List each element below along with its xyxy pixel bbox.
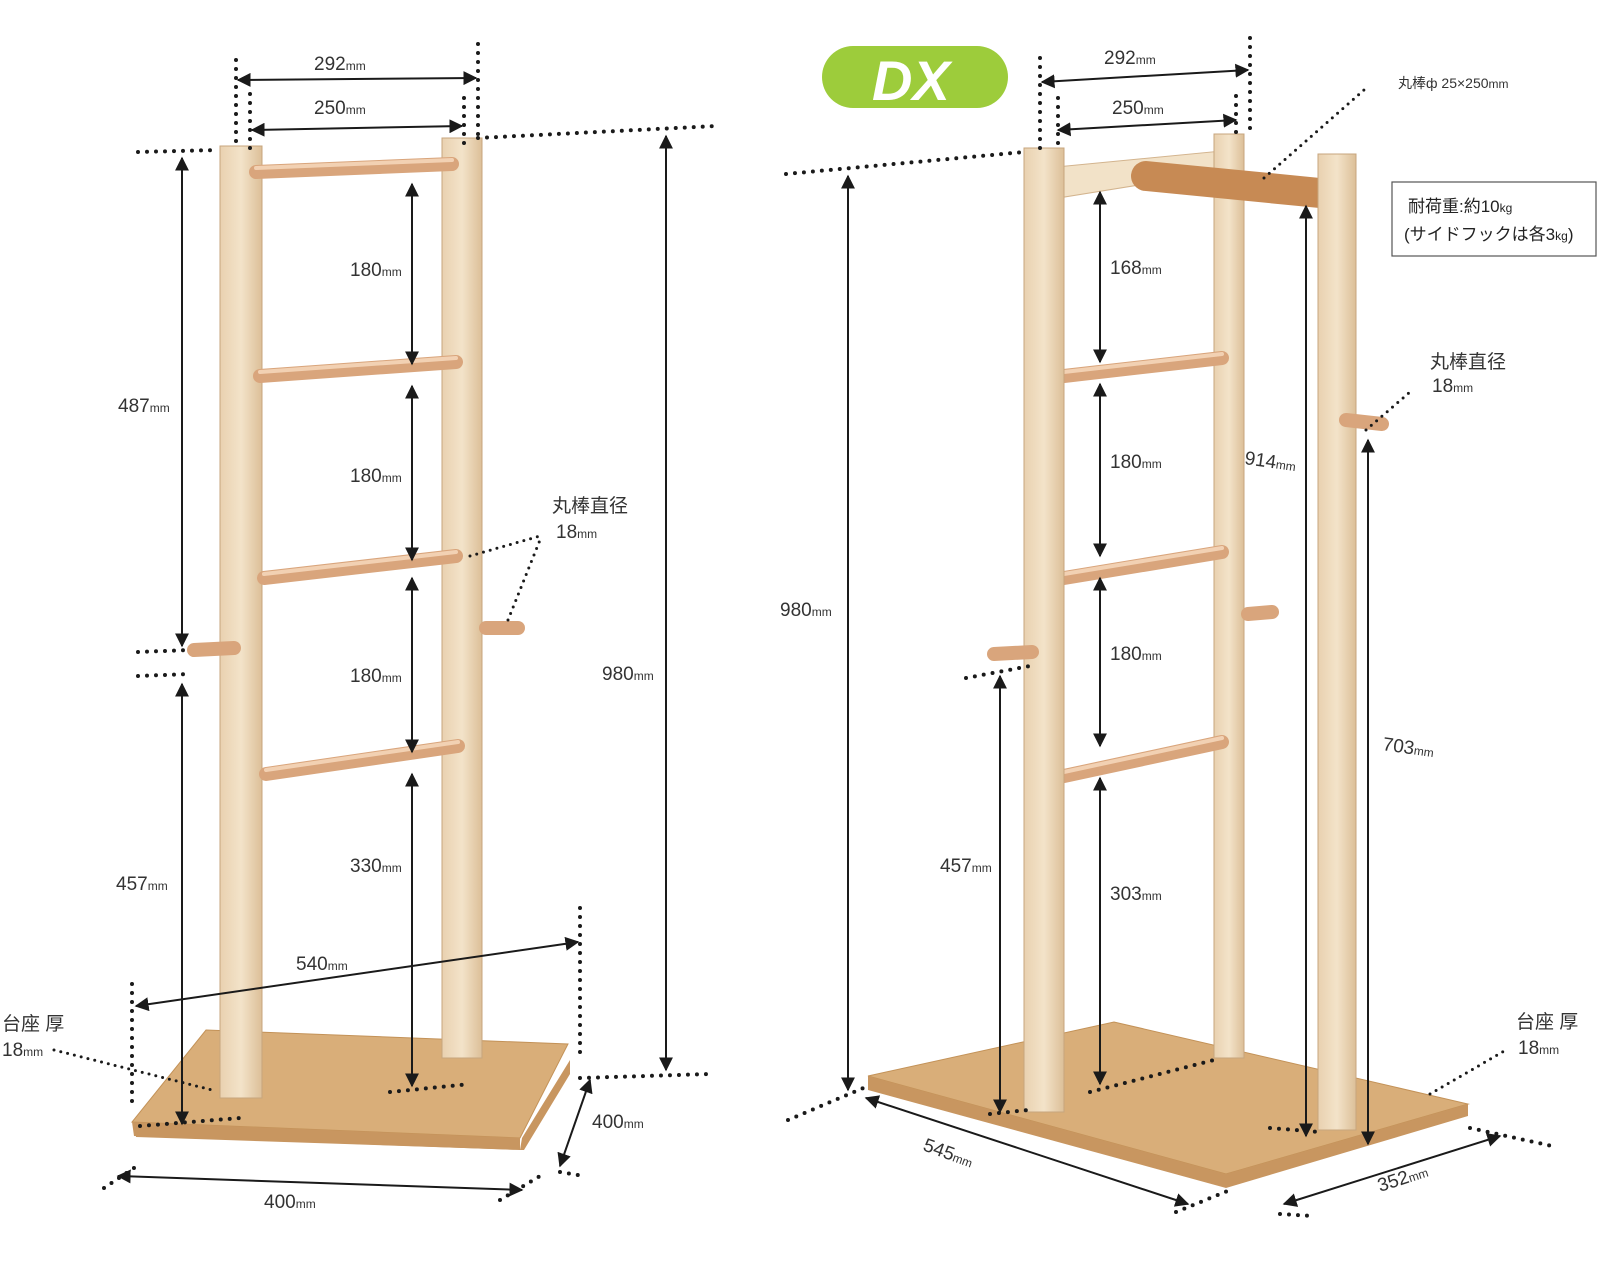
left-dotted-guides xyxy=(52,42,718,1202)
dx-base-thickness-title: 台座 厚 xyxy=(1516,1011,1578,1033)
left-rung-spacing-2-label: 180mm xyxy=(350,466,402,487)
dx-base-length-label: 545mm xyxy=(920,1135,976,1172)
left-rungs xyxy=(249,157,465,781)
left-upper-section-label: 487mm xyxy=(118,396,170,417)
dx-height-total-label: 980mm xyxy=(780,600,832,621)
dx-bottom-gap-label: 303mm xyxy=(1110,884,1162,905)
left-dimension-lines xyxy=(116,71,673,1197)
left-base-thickness-label: 18mm xyxy=(2,1040,43,1061)
dx-width-inner-label: 250mm xyxy=(1112,98,1164,119)
left-post-right xyxy=(441,137,483,1059)
dx-load-capacity-box: 耐荷重:約10kg (サイドフックは各3kg) xyxy=(1391,181,1597,257)
left-width-outer-label: 292mm xyxy=(314,54,366,75)
left-base-thickness-title: 台座 厚 xyxy=(2,1013,64,1035)
dx-post-back-right xyxy=(1213,133,1245,1059)
left-rung-spacing-1-label: 180mm xyxy=(350,260,402,281)
dx-badge-label: DX xyxy=(872,49,953,112)
left-height-total-label: 980mm xyxy=(602,664,654,685)
left-base-depth-label: 400mm xyxy=(592,1112,644,1133)
dx-rung-spacing-3-label: 180mm xyxy=(1110,644,1162,665)
dx-left-hook-height-label: 457mm xyxy=(940,856,992,877)
left-dowel-diameter-label: 18mm xyxy=(556,522,597,543)
left-base-diagonal-label: 540mm xyxy=(296,954,348,975)
left-lower-section-label: 457mm xyxy=(116,874,168,895)
dx-base-thickness-label: 18mm xyxy=(1518,1038,1559,1059)
dx-badge-shape xyxy=(822,46,1008,108)
left-ladder: 292mm 250mm 487mm 457mm 180mm 180mm 180m… xyxy=(2,42,718,1213)
left-base xyxy=(130,1029,570,1150)
left-side-hook-left xyxy=(187,641,241,657)
dx-side-hook-left xyxy=(987,645,1039,661)
dx-rung-spacing-2-label: 180mm xyxy=(1110,452,1162,473)
dx-dowel-diameter-label: 18mm xyxy=(1432,376,1473,397)
dx-badge: DX xyxy=(822,46,1008,112)
dx-side-hook-back xyxy=(1241,605,1279,621)
left-post-left xyxy=(219,145,263,1099)
dx-dimension-lines xyxy=(841,63,1502,1207)
dx-dowel-title: 丸棒直径 xyxy=(1430,351,1506,373)
dx-hook-height-label: 703mm xyxy=(1381,734,1435,762)
dx-inner-height-label: 914mm xyxy=(1243,448,1297,476)
left-bottom-gap-label: 330mm xyxy=(350,856,402,877)
dx-top-bar-label: 丸棒ф 25×250mm xyxy=(1398,75,1509,91)
left-dowel-title: 丸棒直径 xyxy=(552,495,628,517)
dx-load-capacity-line1: 耐荷重:約10kg xyxy=(1408,197,1512,216)
dx-post-front-right xyxy=(1317,153,1357,1131)
dx-width-outer-label: 292mm xyxy=(1104,48,1156,69)
dx-side-hook-right xyxy=(1339,413,1389,431)
left-rung-spacing-3-label: 180mm xyxy=(350,666,402,687)
left-base-width-label: 400mm xyxy=(264,1192,316,1213)
dx-dotted-guides xyxy=(784,36,1554,1218)
dx-post-front-left xyxy=(1023,147,1065,1113)
dx-rungs xyxy=(1057,351,1229,783)
left-width-inner-label: 250mm xyxy=(314,98,366,119)
dx-stand: 292mm 250mm 丸棒ф 25×250mm 980mm 168mm 180… xyxy=(780,36,1597,1218)
dx-top-bar xyxy=(1131,161,1345,209)
dx-rung-spacing-1-label: 168mm xyxy=(1110,258,1162,279)
dx-load-capacity-line2: (サイドフックは各3kg) xyxy=(1404,225,1573,244)
